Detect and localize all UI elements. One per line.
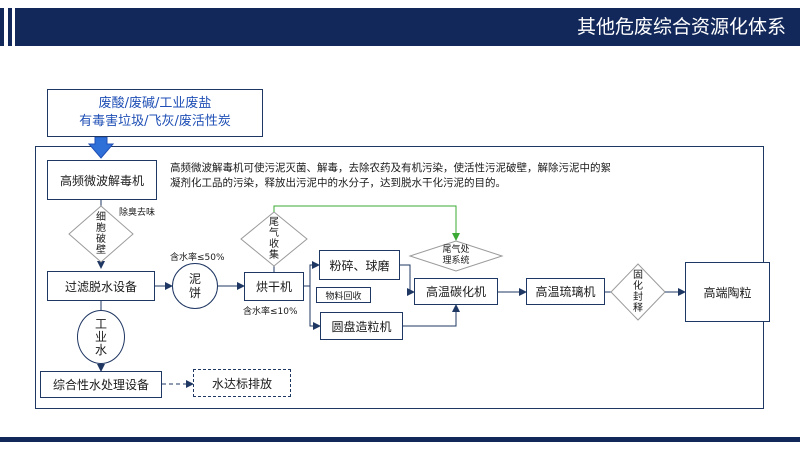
carbonize-machine-box: 高温碳化机	[414, 278, 498, 305]
page-title: 其他危废综合资源化体系	[576, 16, 786, 38]
detox-description: 高频微波解毒机可使污泥灭菌、解毒，去除农药及有机污染，使活性污泥破壁，解除污泥中…	[170, 162, 611, 189]
input-arrow	[87, 136, 115, 159]
tail-gas-line	[273, 205, 460, 241]
cell-break-label: 细 胞 破 壁	[96, 212, 106, 256]
material-recycle-box: 物料回收	[316, 287, 371, 303]
input-line-2: 有毒害垃圾/飞灰/废活性炭	[79, 114, 231, 129]
cell-break-diamond	[68, 205, 134, 263]
moisture-10-label: 含水率≤10%	[243, 307, 298, 317]
disc-granulator-box: 圆盘造粒机	[320, 312, 403, 340]
solidify-label: 固 化 封 释	[633, 270, 643, 314]
header-bar	[0, 8, 800, 46]
tail-collect-diamond	[240, 211, 308, 267]
input-line-1: 废酸/废碱/工业废盐	[98, 96, 212, 111]
tail-system-label: 尾气处 理系统	[442, 245, 470, 266]
dryer-box: 烘干机	[244, 272, 304, 301]
connector	[304, 261, 320, 287]
crush-mill-box: 粉碎、球磨	[319, 250, 400, 280]
water-discharge-box: 水达标排放	[193, 369, 291, 397]
ceramsite-box: 高端陶粒	[685, 262, 770, 322]
glaze-machine-box: 高温琉璃机	[526, 278, 605, 305]
deodor-label: 除臭去味	[119, 208, 156, 218]
footer-bar	[0, 437, 800, 442]
connector	[403, 304, 460, 327]
tail-collect-label: 尾 气 收 集	[269, 217, 279, 261]
connector	[309, 286, 321, 330]
header-stripe	[12, 8, 15, 46]
input-waste-box: 废酸/废碱/工业废盐 有毒害垃圾/飞灰/废活性炭	[47, 89, 263, 137]
filter-dewater-box: 过滤脱水设备	[47, 271, 155, 301]
moisture-50-label: 含水率≤50%	[170, 253, 225, 263]
water-treatment-box: 综合性水处理设备	[40, 371, 162, 398]
connector	[400, 264, 415, 296]
solidify-diamond	[610, 263, 666, 321]
detox-machine-box: 高频微波解毒机	[47, 160, 157, 200]
mudcake-circle: 泥 饼	[172, 263, 218, 309]
industrial-water-circle: 工 业 水	[77, 310, 125, 364]
tail-system-diamond	[408, 240, 504, 272]
header-stripe	[4, 8, 8, 46]
